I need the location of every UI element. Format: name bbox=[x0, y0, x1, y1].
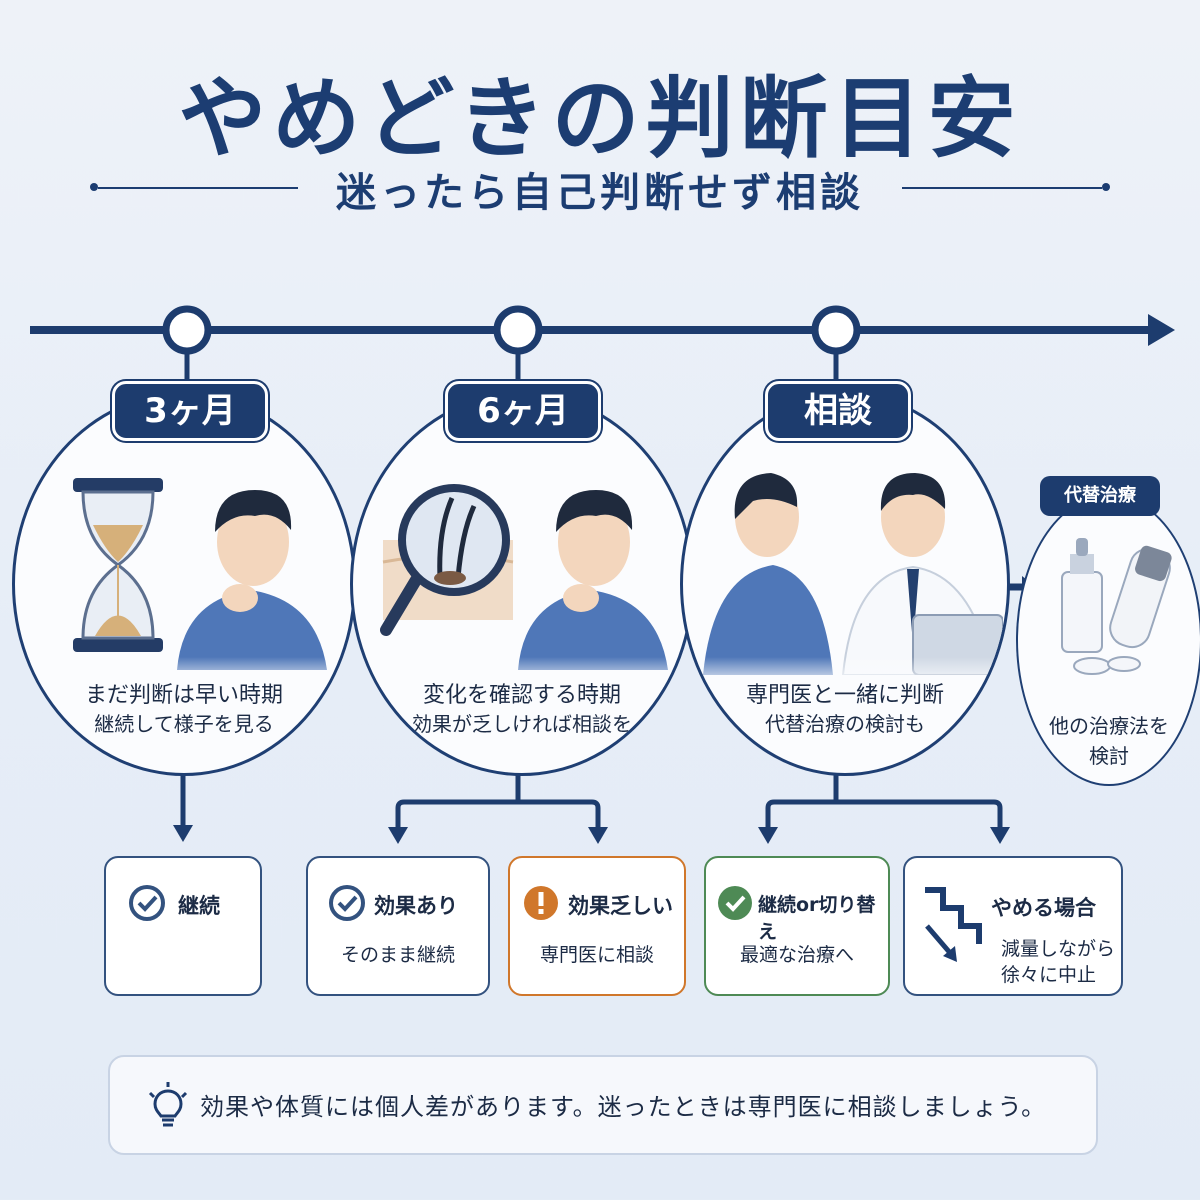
outcome-box-continue: 継続 bbox=[104, 856, 262, 996]
note-box: 効果や体質には個人差があります。迷ったときは専門医に相談しましょう。 bbox=[108, 1055, 1098, 1155]
timeline-node-1 bbox=[162, 305, 212, 355]
thinking-man-icon bbox=[518, 490, 668, 670]
outcome-title: 効果あり bbox=[374, 894, 458, 918]
check-icon bbox=[329, 885, 365, 921]
stage-circle-6months: 変化を確認する時期 効果が乏しければ相談を bbox=[350, 392, 694, 776]
stage-illustration-1 bbox=[73, 478, 327, 670]
stage-line1: 専門医と一緒に判断 bbox=[745, 683, 944, 708]
exclamation-icon bbox=[524, 886, 558, 920]
device-icon bbox=[1109, 545, 1172, 649]
pill-icon bbox=[1073, 656, 1141, 675]
fade bbox=[683, 657, 1007, 687]
arrow-down-icon bbox=[990, 827, 1010, 844]
outcome-title: 継続 bbox=[178, 894, 220, 918]
step-down-icon bbox=[925, 887, 982, 962]
fade bbox=[15, 657, 353, 687]
outcome-sub-2: 徐々に中止 bbox=[1001, 964, 1097, 986]
outcome-title: やめる場合 bbox=[991, 896, 1096, 920]
stage-label-3months: 3ヶ月 bbox=[112, 381, 268, 441]
stage-circle-3months: まだ判断は早い時期 継続して様子を見る bbox=[12, 392, 356, 776]
outcome-title: 継続or切り替え bbox=[758, 894, 876, 943]
outcome-box-stop: やめる場合 減量しながら 徐々に中止 bbox=[903, 856, 1123, 996]
outcome-sub: そのまま継続 bbox=[340, 944, 455, 966]
stage-line2: 効果が乏しければ相談を bbox=[412, 712, 632, 736]
outcome-box-ineffective: 効果乏しい 専門医に相談 bbox=[508, 856, 686, 996]
outcome-box-switch: 継続or切り替え 最適な治療へ bbox=[704, 856, 890, 996]
split-branch-3 bbox=[765, 799, 1003, 830]
alternative-line2: 検討 bbox=[1089, 744, 1129, 768]
timeline-node-2 bbox=[493, 305, 543, 355]
magnifier-icon bbox=[380, 484, 514, 636]
outcome-sub-1: 減量しながら bbox=[1001, 938, 1116, 960]
stage-illustration-3 bbox=[703, 473, 1003, 675]
stage-line2: 継続して様子を見る bbox=[94, 712, 274, 736]
note-text: 効果や体質には個人差があります。迷ったときは専門医に相談しましょう。 bbox=[200, 1093, 1047, 1121]
outcome-box-effective: 効果あり そのまま継続 bbox=[306, 856, 490, 996]
arrow-down-icon bbox=[758, 827, 778, 844]
subtitle-row: 迷ったら自己判断せず相談 bbox=[90, 160, 1110, 216]
outcome-title: 効果乏しい bbox=[568, 894, 673, 918]
dot-left bbox=[90, 183, 98, 191]
page-title: やめどきの判断目安 bbox=[178, 67, 1022, 170]
stage-line1: まだ判断は早い時期 bbox=[84, 683, 283, 708]
arrow-down-icon bbox=[388, 827, 408, 844]
alternative-line1: 他の治療法を bbox=[1049, 714, 1169, 738]
fade bbox=[353, 657, 691, 687]
timeline-arrow-icon bbox=[1148, 314, 1175, 346]
stage-illustration-2 bbox=[380, 484, 668, 670]
stage-line1: 変化を確認する時期 bbox=[422, 683, 621, 708]
doctor-icon bbox=[841, 473, 1003, 675]
arrow-down-icon bbox=[588, 827, 608, 844]
dot-right bbox=[1102, 183, 1110, 191]
lightbulb-icon bbox=[148, 1082, 188, 1127]
line-left bbox=[98, 187, 298, 189]
check-icon bbox=[718, 886, 752, 920]
alternative-circle: 他の治療法を 検討 bbox=[1016, 494, 1200, 786]
stage-line2: 代替治療の検討も bbox=[765, 712, 925, 736]
arrow-down-icon bbox=[173, 825, 193, 842]
page-subtitle: 迷ったら自己判断せず相談 bbox=[336, 170, 864, 216]
thinking-man-icon bbox=[177, 490, 327, 670]
stage-circle-consult: 専門医と一緒に判断 代替治療の検討も bbox=[680, 392, 1010, 776]
outcome-sub: 専門医に相談 bbox=[539, 944, 654, 966]
outcome-sub: 最適な治療へ bbox=[739, 944, 854, 966]
hourglass-icon bbox=[73, 478, 163, 652]
alternative-label: 代替治療 bbox=[1040, 476, 1160, 516]
patient-icon bbox=[703, 473, 833, 675]
alternative-illustration bbox=[1061, 538, 1172, 675]
split-branch-2 bbox=[395, 799, 601, 830]
stage-label-consult: 相談 bbox=[765, 381, 911, 441]
line-right bbox=[902, 187, 1102, 189]
stage-label-6months: 6ヶ月 bbox=[445, 381, 601, 441]
bottle-icon bbox=[1061, 538, 1103, 653]
timeline-node-3 bbox=[811, 305, 861, 355]
check-icon bbox=[129, 885, 165, 921]
